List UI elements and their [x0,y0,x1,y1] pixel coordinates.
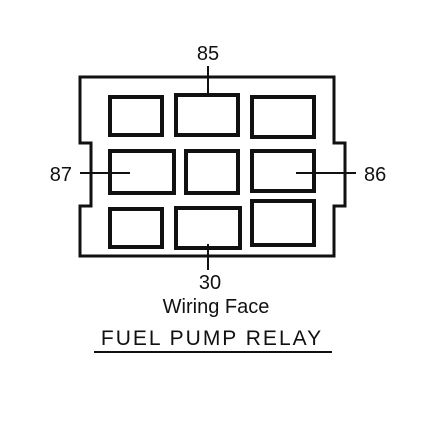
pin-label-85: 85 [197,43,219,65]
pin-cavity [108,207,164,249]
pin-cavity [250,95,316,139]
connector-housing [78,75,347,258]
pin-label-87: 87 [50,164,72,186]
pin-label-30: 30 [199,272,221,294]
wiring-face-label: Wiring Face [163,296,270,318]
pin-label-86: 86 [364,164,386,186]
pin-cavity [108,95,164,137]
pin-cavity [184,149,240,195]
pin-cavity-30 [174,206,242,250]
pin-cavity-86 [250,149,316,193]
connector-housing-inner [100,94,318,255]
diagram-title: FUEL PUMP RELAY [101,327,323,350]
pin-cavity [250,199,316,247]
pin-cavity-85 [174,93,240,137]
